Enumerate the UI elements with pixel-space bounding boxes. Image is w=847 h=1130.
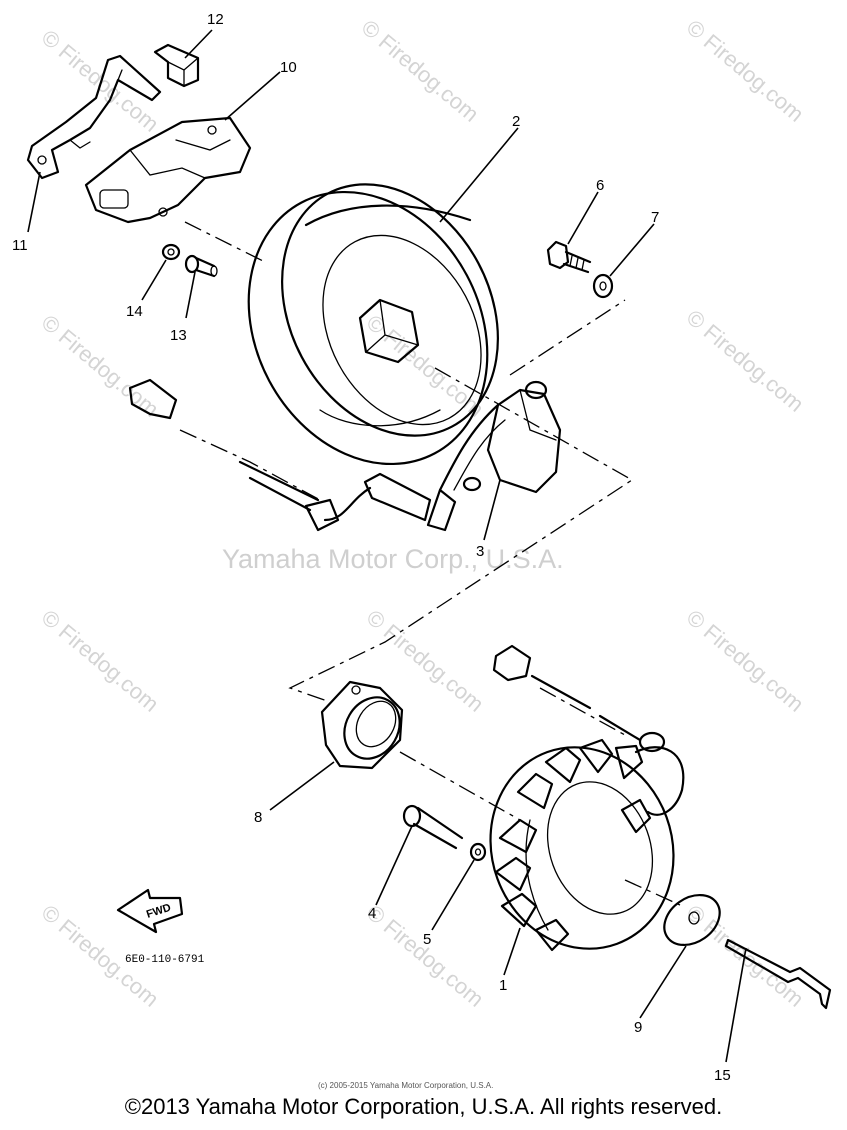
callout-13: 13 xyxy=(170,327,187,344)
callout-3: 3 xyxy=(476,543,484,560)
part-4-screw xyxy=(402,804,464,850)
watermark-site: © Firedog.com xyxy=(682,15,809,127)
part-12-connector-clip xyxy=(153,43,200,88)
fwd-direction-arrow: FWD xyxy=(116,888,184,934)
watermark-site: © Firedog.com xyxy=(682,605,809,717)
callout-12: 12 xyxy=(207,11,224,28)
part-5-washer xyxy=(469,842,487,862)
callout-6: 6 xyxy=(596,177,604,194)
part-14-washer xyxy=(161,243,181,261)
callout-7: 7 xyxy=(651,209,659,226)
part-3-charge-coil xyxy=(128,378,562,532)
callout-11: 11 xyxy=(12,237,28,254)
part-13-screw xyxy=(184,254,218,278)
watermark-company: Yamaha Motor Corp., U.S.A. xyxy=(222,544,564,574)
callout-8: 8 xyxy=(254,809,262,826)
watermark-site: © Firedog.com xyxy=(37,25,164,137)
part-7-washer xyxy=(592,273,614,299)
callout-5: 5 xyxy=(423,931,431,948)
alignment-lines xyxy=(179,221,681,906)
part-11-bracket xyxy=(26,54,162,180)
part-9-washer xyxy=(663,893,721,947)
callout-14: 14 xyxy=(126,303,143,320)
small-copyright: (c) 2005-2015 Yamaha Motor Corporation, … xyxy=(318,1081,493,1090)
part-6-bolt xyxy=(546,240,592,274)
callout-15: 15 xyxy=(714,1067,731,1084)
watermark-layer: © Firedog.com © Firedog.com © Firedog.co… xyxy=(37,15,809,1012)
watermark-site: © Firedog.com xyxy=(357,15,484,127)
watermark-site: © Firedog.com xyxy=(362,605,489,717)
diagram-code: 6E0-110-6791 xyxy=(125,954,205,966)
copyright-footer: ©2013 Yamaha Motor Corporation, U.S.A. A… xyxy=(124,1094,723,1119)
leader-lines xyxy=(27,29,747,1063)
callout-2: 2 xyxy=(512,113,520,130)
watermark-site: © Firedog.com xyxy=(37,605,164,717)
watermark-site: © Firedog.com xyxy=(362,900,489,1012)
part-2-flywheel-rotor xyxy=(247,183,499,466)
callout-numbers: 1 2 3 4 5 6 7 8 9 10 11 12 13 14 15 xyxy=(12,11,731,1084)
callout-1: 1 xyxy=(499,977,507,994)
watermark-site: © Firedog.com xyxy=(682,305,809,417)
part-1-stator xyxy=(489,644,685,952)
callout-9: 9 xyxy=(634,1019,642,1036)
part-10-pickup-coil xyxy=(84,116,252,224)
watermark-site: © Firedog.com xyxy=(37,310,164,422)
part-15-wire-clip xyxy=(724,938,832,1010)
part-8-bearing-housing xyxy=(320,680,404,770)
callout-4: 4 xyxy=(368,905,376,922)
watermark-site: © Firedog.com xyxy=(362,310,489,422)
callout-10: 10 xyxy=(280,59,297,76)
